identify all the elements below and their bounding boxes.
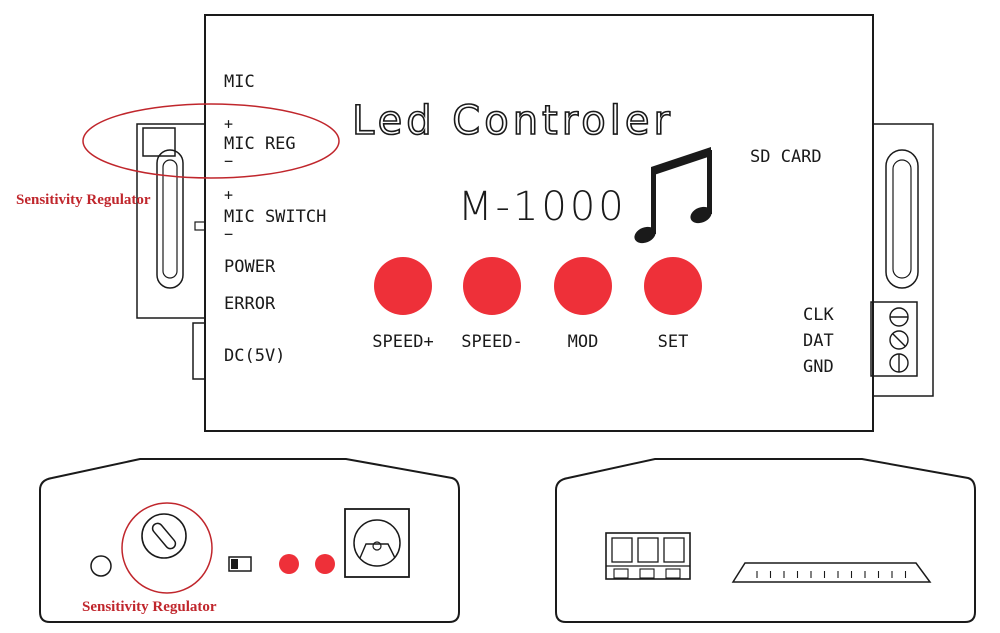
mic-switch-label: MIC SWITCH [224,207,326,227]
indicator-led-power [279,554,299,574]
right-end-view [555,458,976,623]
sensitivity-knob-slot [151,522,177,550]
mic-switch-plus-label: + [224,186,233,204]
output-terminal-block [605,532,691,580]
controller-housing [204,14,874,432]
dc-jack [344,508,410,578]
clk-label: CLK [803,305,834,325]
control-buttons: SPEED+ SPEED- MOD SET [372,257,702,352]
button-label-speed-plus: SPEED+ [372,332,433,352]
power-label: POWER [224,257,276,277]
mic-switch [228,556,252,572]
button-speed-[interactable] [463,257,521,315]
device-title: Led Controler [352,98,674,144]
left-end-view: Sensitivity Regulator [39,458,460,623]
button-speed-plus[interactable] [374,257,432,315]
sd-card-label: SD CARD [750,147,822,167]
mic-reg-label: MIC REG [224,134,296,154]
indicator-led-error [315,554,335,574]
music-note-icon [634,147,712,244]
terminal-block [870,301,918,377]
dat-label: DAT [803,331,834,351]
top-view: MIC + MIC REG − + MIC SWITCH − POWER ERR… [16,14,934,432]
left-bracket [136,123,206,380]
button-label-speed-: SPEED- [461,332,522,352]
mic-reg-minus-label: − [224,152,233,170]
sensitivity-knob-callout [121,502,213,594]
sensitivity-regulator-top-label: Sensitivity Regulator [16,192,151,208]
button-label-mod: MOD [568,332,599,352]
sensitivity-knob [141,513,187,559]
sensitivity-regulator-bottom-label: Sensitivity Regulator [82,599,217,615]
button-set[interactable] [644,257,702,315]
device-model: M-1000 [458,184,627,230]
sd-card-slot [731,562,932,583]
dc-label: DC(5V) [224,346,285,366]
mic-hole [90,555,112,577]
mic-label: MIC [224,72,255,92]
gnd-label: GND [803,357,834,377]
sensitivity-callout-ellipse [82,103,340,179]
mic-switch-minus-label: − [224,225,233,243]
error-label: ERROR [224,294,276,314]
button-mod[interactable] [554,257,612,315]
button-label-set: SET [658,332,689,352]
mic-reg-plus-label: + [224,115,233,133]
